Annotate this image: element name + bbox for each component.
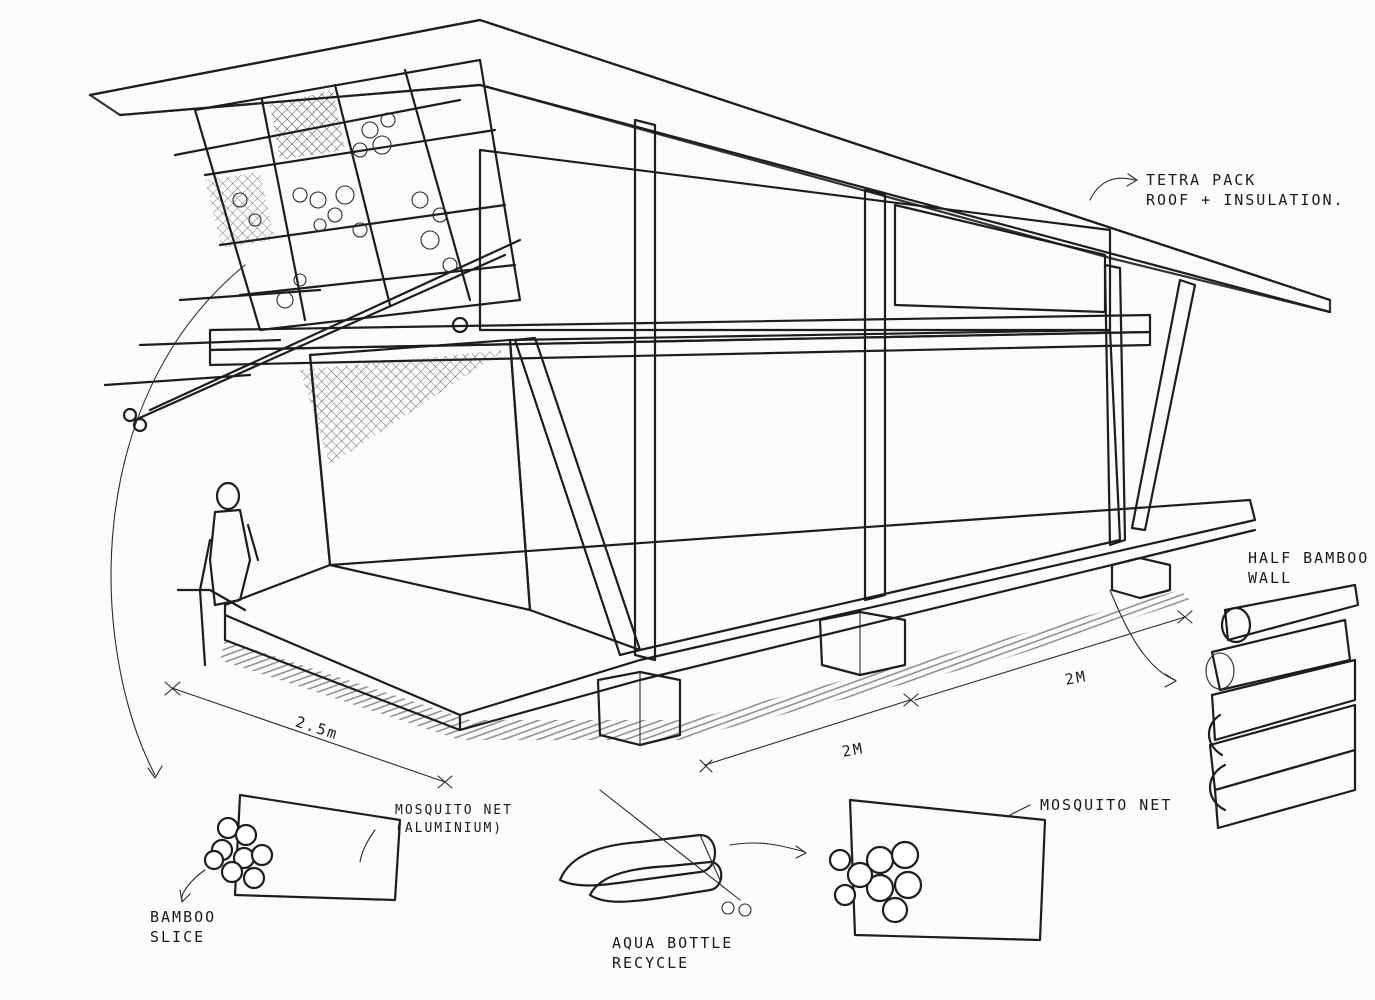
dimension-lines <box>164 610 1193 789</box>
leader-arrows <box>110 173 1178 904</box>
annotation-roof-line1: TETRA PACK <box>1146 171 1257 189</box>
bamboo-wall <box>478 148 1122 652</box>
roof <box>88 18 1332 314</box>
annotation-net-aluminium-line1: MOSQUITO NET <box>395 803 513 818</box>
mesh-window <box>893 203 1107 314</box>
half-bamboo-detail <box>1205 583 1360 830</box>
deck-platform <box>223 498 1257 732</box>
detail-bottle-net <box>828 798 1047 942</box>
person-figure <box>176 481 260 667</box>
detail-aqua-bottles <box>558 789 752 917</box>
annotation-half-bamboo: HALF BAMBOO WALL <box>1248 548 1369 588</box>
annotation-net-right: MOSQUITO NET <box>1040 796 1173 814</box>
front-gable <box>193 58 522 332</box>
annotation-net-aluminium: MOSQUITO NET (ALUMINIUM) <box>395 802 513 838</box>
annotation-bamboo-slice-line2: SLICE <box>150 928 206 946</box>
annotation-aqua-bottle: AQUA BOTTLE RECYCLE <box>612 933 733 973</box>
dimension-length-label: 2M <box>840 739 866 761</box>
annotation-bamboo-slice: BAMBOO SLICE <box>150 907 216 947</box>
annotation-net-aluminium-line2: (ALUMINIUM) <box>395 821 504 836</box>
annotation-roof: TETRA PACK ROOF + INSULATION. <box>1146 170 1345 210</box>
foundation-blocks <box>596 556 1172 747</box>
detail-bamboo-slice-net <box>203 793 402 902</box>
annotation-roof-line2: ROOF + INSULATION. <box>1146 191 1345 209</box>
annotation-half-bamboo-line1: HALF BAMBOO <box>1248 549 1370 567</box>
annotation-aqua-bottle-line2: RECYCLE <box>612 954 690 972</box>
side-mesh <box>300 350 505 465</box>
dimension-right-label: 2M <box>1063 667 1089 689</box>
annotation-half-bamboo-line2: WALL <box>1248 569 1293 587</box>
annotation-bamboo-slice-line1: BAMBOO <box>150 908 217 926</box>
bottle-circles <box>232 112 458 309</box>
structural-posts <box>513 118 1197 662</box>
annotation-aqua-bottle-line1: AQUA BOTTLE <box>612 934 734 952</box>
bamboo-poles <box>103 98 522 433</box>
